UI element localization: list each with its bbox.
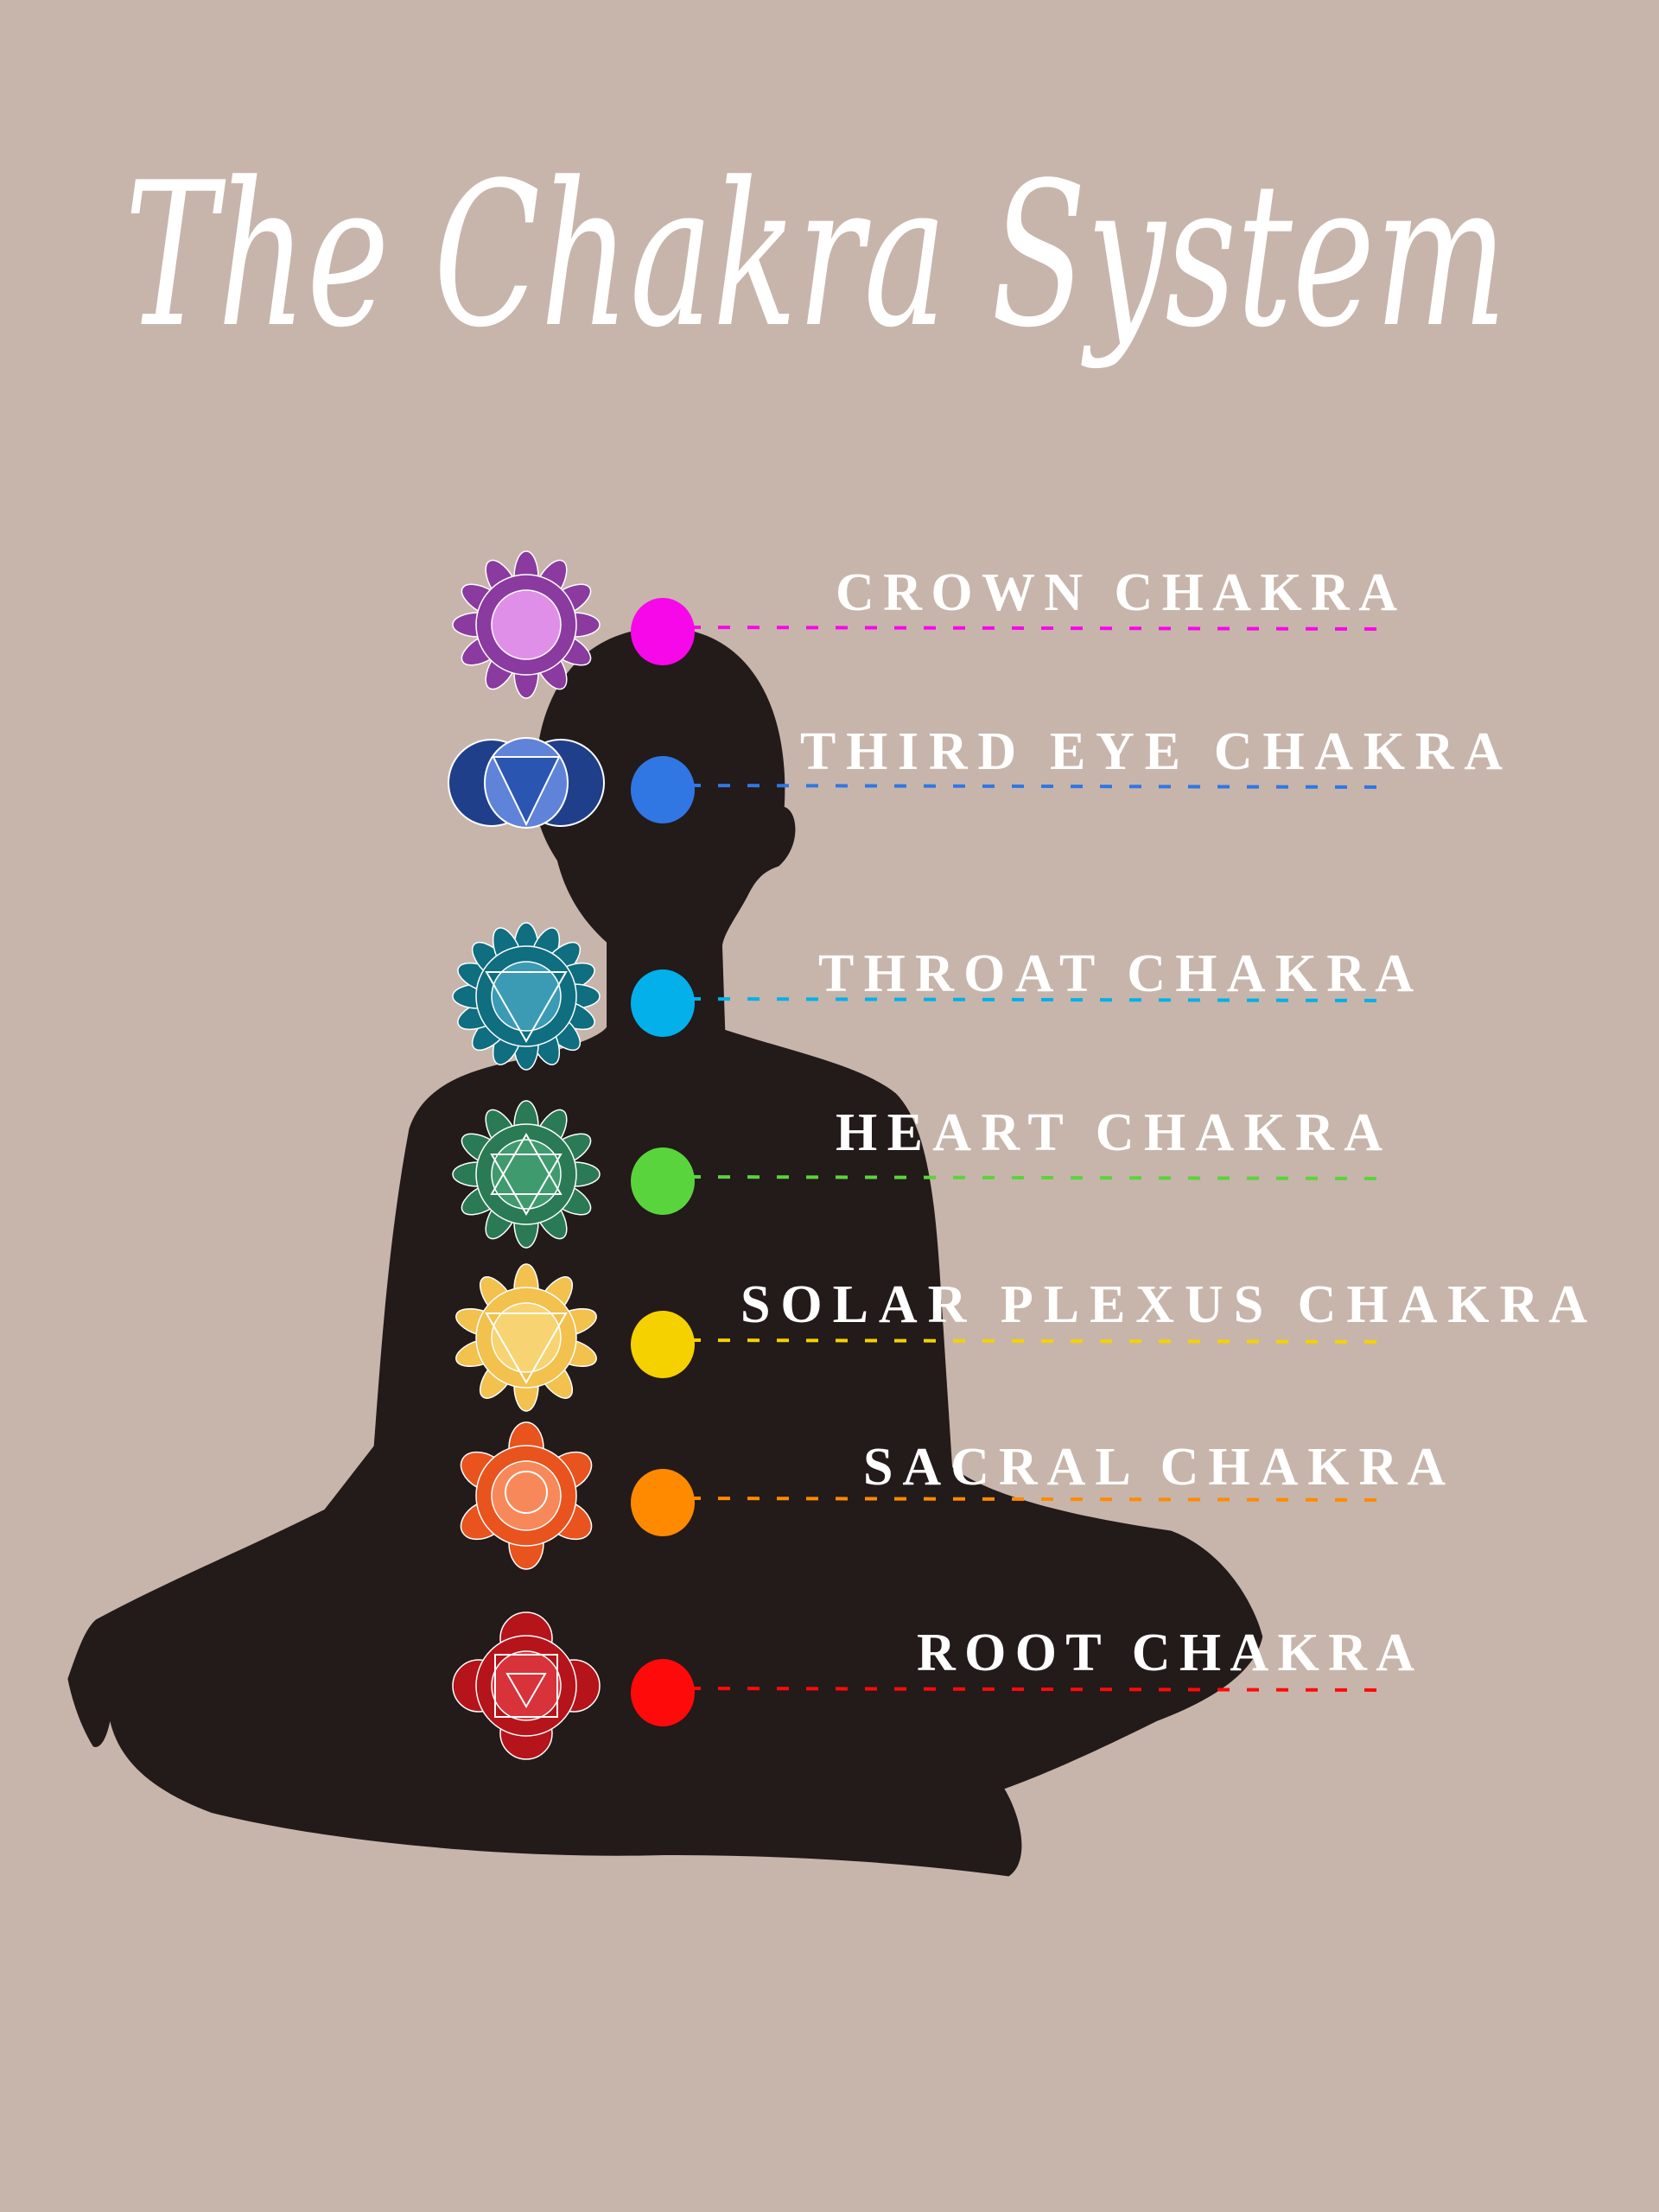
chakra-label: ROOT CHAKRA — [917, 1624, 1414, 1682]
solar-plexus-lotus-icon — [455, 1263, 597, 1412]
chakra-row: THROAT CHAKRA — [452, 922, 1414, 1071]
chakra-label: CROWN CHAKRA — [836, 563, 1397, 622]
chakra-label: SOLAR PLEXUS CHAKRA — [741, 1275, 1587, 1334]
sacral-lotus-icon — [460, 1421, 593, 1570]
chakra-dot — [631, 1659, 695, 1726]
chakra-dot — [631, 1311, 695, 1378]
chakra-dot — [631, 598, 695, 665]
chakra-dot — [631, 969, 695, 1037]
chakra-row: THIRD EYE CHAKRA — [448, 722, 1503, 829]
connector-line — [688, 626, 1392, 631]
root-lotus-icon — [452, 1611, 601, 1760]
chakra-dot — [631, 1469, 695, 1536]
page-title: The Chakra System — [124, 141, 1507, 372]
chakra-dot — [631, 756, 695, 823]
chakra-label: THIRD EYE CHAKRA — [800, 722, 1503, 781]
chakra-label: THROAT CHAKRA — [818, 944, 1414, 1003]
lotus-crown-icon — [452, 550, 601, 699]
chakra-row: ROOT CHAKRA — [452, 1611, 1414, 1760]
throat-lotus-icon — [452, 922, 601, 1071]
chakra-label: HEART CHAKRA — [836, 1103, 1382, 1162]
third-eye-icon — [448, 737, 605, 829]
chakra-dot — [631, 1147, 695, 1215]
connector-line — [688, 784, 1392, 789]
meditating-silhouette — [67, 627, 1263, 1877]
heart-lotus-icon — [452, 1100, 601, 1249]
chakra-label: SACRAL CHAKRA — [863, 1438, 1446, 1497]
